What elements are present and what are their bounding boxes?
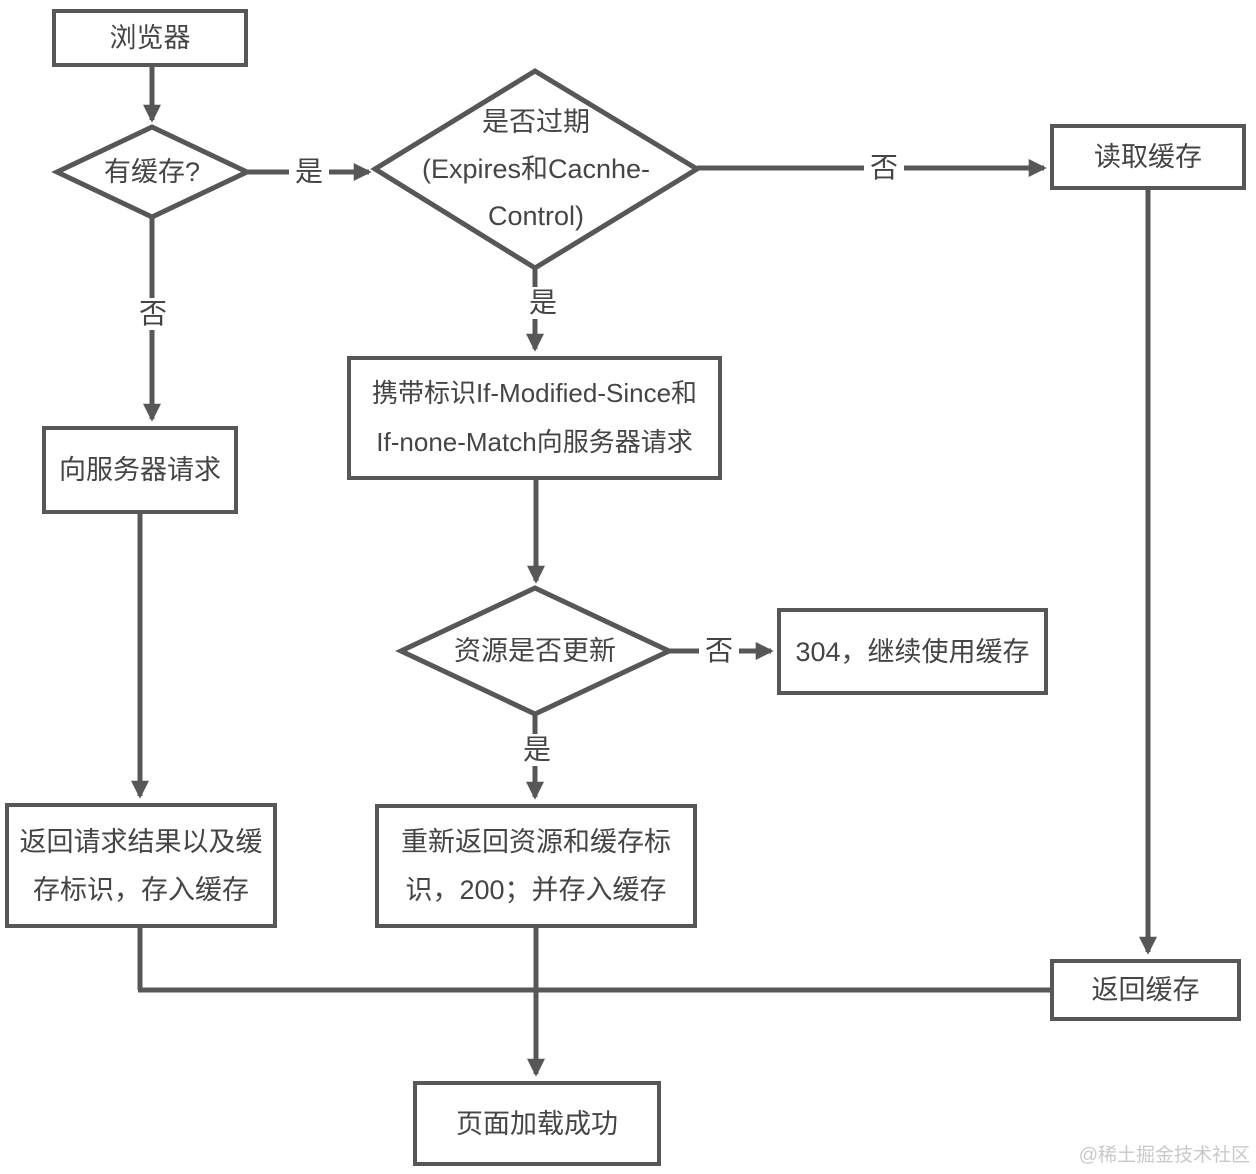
page-loaded-label: 页面加载成功 <box>456 1108 618 1139</box>
return-new-resource-line1: 重新返回资源和缓存标 <box>401 827 671 857</box>
return-new-resource-line2: 识，200；并存入缓存 <box>405 875 667 905</box>
is-expired-diamond <box>370 68 702 271</box>
return-new-resource-box: 重新返回资源和缓存标 识，200；并存入缓存 <box>375 804 697 928</box>
edge-label-expired-yes: 是 <box>522 287 564 319</box>
juejin-watermark: @稀土掘金技术社区 <box>1078 1145 1250 1166</box>
browser-label: 浏览器 <box>109 23 191 53</box>
edge-label-hascache-no: 否 <box>132 298 174 330</box>
has-cache-text: 有缓存? <box>103 156 201 187</box>
store-cache-line1: 返回请求结果以及缓 <box>19 826 263 857</box>
edge-label-hascache-yes: 是 <box>288 156 330 188</box>
is-expired-text-line2: (Expires和Cacnhe- <box>421 153 651 184</box>
not-modified-304-label: 304，继续使用缓存 <box>795 636 1030 667</box>
edge-label-updated-yes: 是 <box>516 734 558 766</box>
resource-updated-diamond-label: 资源是否更新 <box>401 588 669 714</box>
store-cache-box: 返回请求结果以及缓 存标识，存入缓存 <box>5 803 277 928</box>
is-expired-text-line1: 是否过期 <box>482 106 590 137</box>
has-cache-diamond-label: 有缓存? <box>57 127 247 217</box>
edge-label-expired-no: 否 <box>863 152 905 184</box>
read-cache-box: 读取缓存 <box>1050 124 1246 190</box>
edge-label-updated-no: 否 <box>698 635 740 667</box>
read-cache-label: 读取缓存 <box>1094 142 1202 172</box>
is-expired-text-line3: Control) <box>487 200 585 231</box>
has-cache-diamond <box>51 124 253 220</box>
return-cache-box: 返回缓存 <box>1050 959 1241 1021</box>
conditional-request-line1: 携带标识If-Modified-Since和 <box>371 378 698 408</box>
browser-box: 浏览器 <box>52 9 248 67</box>
not-modified-304-box: 304，继续使用缓存 <box>777 608 1048 695</box>
resource-updated-text: 资源是否更新 <box>454 635 616 666</box>
request-server-label: 向服务器请求 <box>59 455 221 485</box>
resource-updated-diamond <box>395 585 675 717</box>
conditional-request-line2: If-none-Match向服务器请求 <box>376 427 693 457</box>
return-cache-label: 返回缓存 <box>1091 975 1200 1005</box>
page-loaded-box: 页面加载成功 <box>413 1081 661 1166</box>
store-cache-line2: 存标识，存入缓存 <box>33 874 249 905</box>
is-expired-diamond-label: 是否过期 (Expires和Cacnhe- Control) <box>380 73 692 265</box>
request-server-box: 向服务器请求 <box>42 426 238 514</box>
conditional-request-box: 携带标识If-Modified-Since和 If-none-Match向服务器… <box>347 356 722 480</box>
